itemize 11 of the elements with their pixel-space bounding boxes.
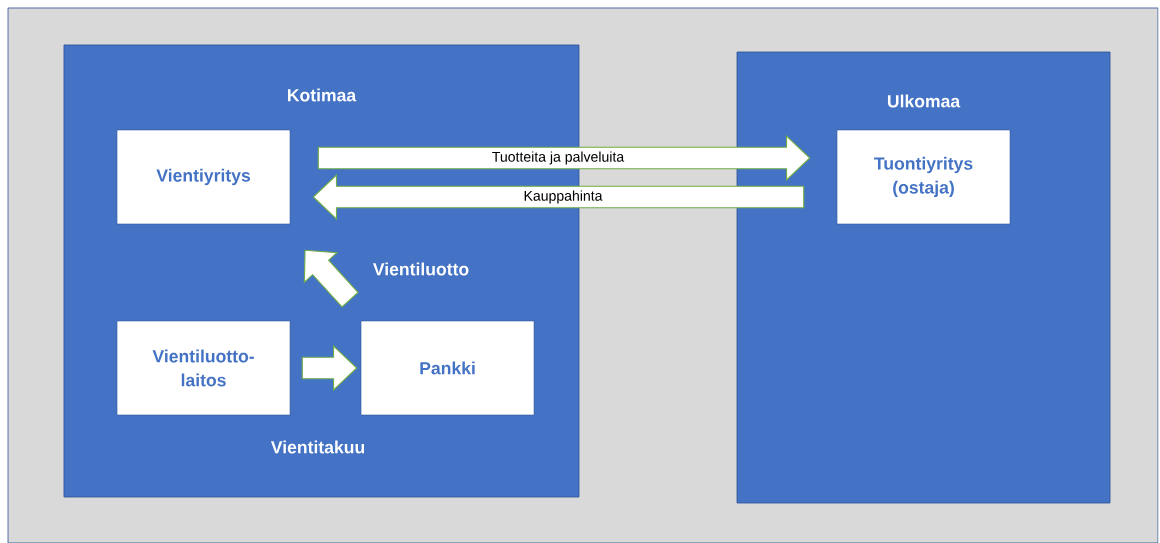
panel-heading: Kotimaa — [288, 88, 357, 102]
entity-box: Vientiyritys — [116, 129, 291, 225]
edge-label: Vientiluotto — [371, 261, 471, 277]
entity-box: Tuontiyritys (ostaja) — [836, 129, 1011, 225]
entity-box: Pankki — [360, 320, 535, 416]
block-arrow — [312, 173, 805, 221]
block-arrow — [303, 249, 359, 308]
entity-box: Vientiluotto-laitos — [116, 320, 291, 416]
block-arrow — [301, 344, 358, 392]
panel-heading: Ulkomaa — [887, 94, 961, 108]
edge-label: Vientitakuu — [269, 439, 367, 455]
